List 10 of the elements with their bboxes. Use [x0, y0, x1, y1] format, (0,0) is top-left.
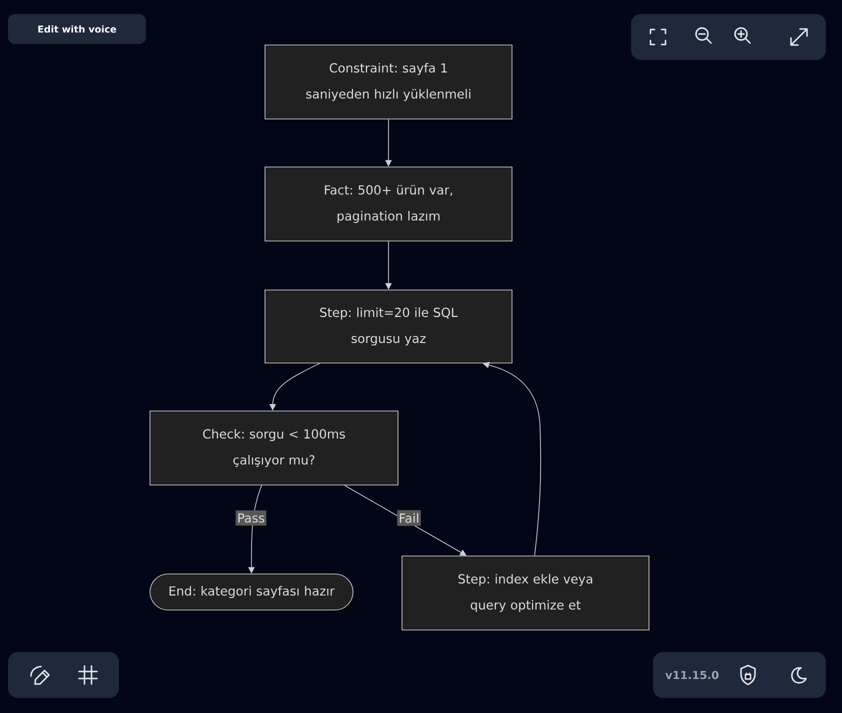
edge-label: Fail [397, 510, 421, 526]
process-box: Step: limit=20 ile SQL sorgusu yaz [264, 290, 512, 364]
process-box: Fact: 500+ ürün var, pagination lazım [264, 166, 512, 242]
process-box: Check: sorgu < 100ms çalışıyor mu? [150, 410, 398, 486]
process-box: Constraint: sayfa 1 saniyeden hızlı yüklenmeli [264, 44, 512, 120]
terminal-box: End: kategori sayfası hazır [150, 574, 354, 610]
voice-edit-button: Edit with voice [8, 14, 146, 44]
edge-label: Pass [236, 510, 266, 526]
process-box: Step: index ekle veya query optimize et [402, 556, 650, 630]
version-label: v11.15.0 [665, 670, 718, 680]
